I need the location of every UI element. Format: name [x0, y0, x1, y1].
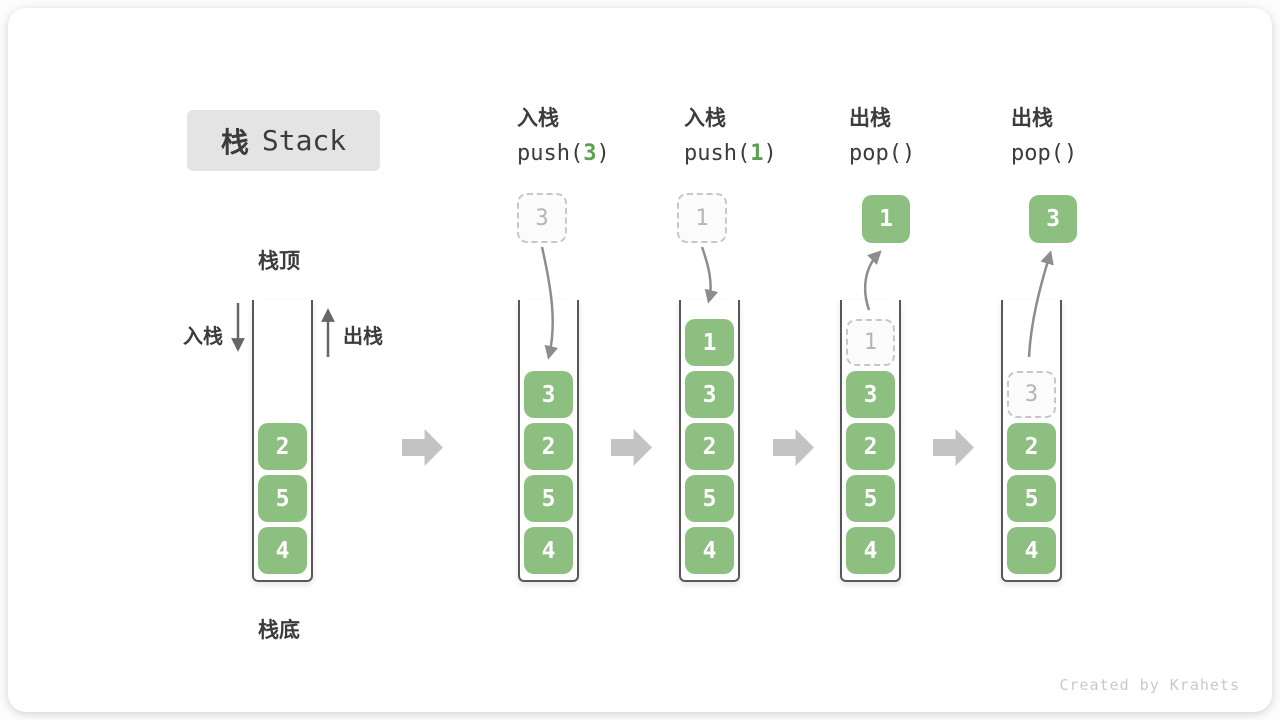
incoming-ghost-item: 1 [677, 193, 727, 243]
stack-item: 3 [846, 371, 895, 418]
stack-item: 5 [1007, 475, 1056, 522]
stack-container-after-push-3 [518, 300, 579, 582]
op-pop-3-code: pop() [1011, 141, 1181, 167]
stack-item: 5 [258, 475, 307, 522]
code-fn: pop( [1011, 141, 1064, 166]
stack-container-initial [252, 300, 313, 582]
stack-item: 1 [685, 319, 734, 366]
stack-container-after-pop-3 [1001, 300, 1062, 582]
code-fn: pop( [849, 141, 902, 166]
code-close: ) [763, 141, 777, 166]
op-pop-3: 出栈 pop() [1011, 106, 1181, 167]
code-close: ) [901, 141, 916, 166]
stack-item: 3 [524, 371, 573, 418]
code-fn: push( [684, 141, 751, 166]
op-push-1-code: push(1) [684, 141, 854, 167]
stack-item: 5 [524, 475, 573, 522]
stack-item: 5 [846, 475, 895, 522]
stack-item: 2 [1007, 423, 1056, 470]
code-close: ) [596, 141, 610, 166]
stack-item: 4 [846, 527, 895, 574]
op-push-1-zh: 入栈 [684, 107, 726, 130]
code-arg: 1 [750, 141, 764, 166]
op-push-3-zh: 入栈 [517, 107, 559, 130]
stack-container-after-pop-1 [840, 300, 901, 582]
incoming-ghost-item: 3 [517, 193, 567, 243]
popped-item: 3 [1029, 195, 1077, 243]
stack-item: 2 [258, 423, 307, 470]
stack-bottom-label: 栈底 [258, 619, 300, 642]
stack-top-label: 栈顶 [258, 250, 300, 273]
op-pop-1-zh: 出栈 [849, 107, 891, 130]
title-en: Stack [261, 124, 347, 157]
op-push-3-code: push(3) [517, 141, 687, 167]
stack-container-after-push-1 [679, 300, 740, 582]
op-pop-3-zh: 出栈 [1011, 107, 1053, 130]
op-pop-1: 出栈 pop() [849, 106, 1019, 167]
title-box: 栈 Stack [187, 110, 380, 171]
popped-item: 1 [862, 195, 910, 243]
code-fn: push( [517, 141, 584, 166]
code-close: ) [1063, 141, 1078, 166]
stack-item: 2 [685, 423, 734, 470]
op-pop-1-code: pop() [849, 141, 1019, 167]
stack-item: 5 [685, 475, 734, 522]
op-push-1: 入栈 push(1) [684, 106, 854, 167]
title-zh: 栈 [220, 126, 249, 158]
stack-item: 3 [685, 371, 734, 418]
stack-item: 4 [1007, 527, 1056, 574]
op-push-3: 入栈 push(3) [517, 106, 687, 167]
stack-item: 4 [258, 527, 307, 574]
removed-ghost-item: 3 [1007, 371, 1056, 418]
pop-side-label: 出栈 [343, 326, 383, 348]
code-arg: 3 [583, 141, 597, 166]
push-side-label: 入栈 [183, 326, 223, 348]
stack-item: 4 [524, 527, 573, 574]
stack-item: 2 [846, 423, 895, 470]
removed-ghost-item: 1 [846, 319, 895, 366]
watermark: Created by Krahets [1059, 676, 1240, 694]
stack-item: 2 [524, 423, 573, 470]
stack-item: 4 [685, 527, 734, 574]
